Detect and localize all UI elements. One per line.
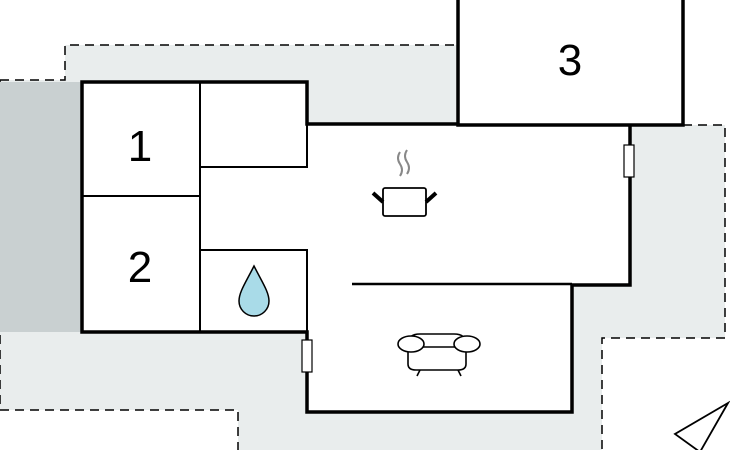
- terrace-outline-right: [601, 124, 726, 450]
- kitchen-pot-icon: [371, 149, 438, 217]
- room-label-3: 3: [558, 36, 582, 85]
- north-arrow-icon: [673, 400, 730, 450]
- room-label-2: 2: [128, 243, 152, 292]
- room-label-1: 1: [128, 122, 152, 171]
- terrace-outline-top: [0, 44, 458, 81]
- interior-walls: [82, 82, 308, 333]
- window: [623, 144, 635, 178]
- covered-strip: [0, 82, 81, 332]
- sofa-icon: [397, 333, 481, 377]
- terrace-outline-left: [0, 80, 239, 450]
- water-drop-icon: [238, 264, 270, 317]
- window: [301, 339, 313, 373]
- room-3: [456, 0, 685, 127]
